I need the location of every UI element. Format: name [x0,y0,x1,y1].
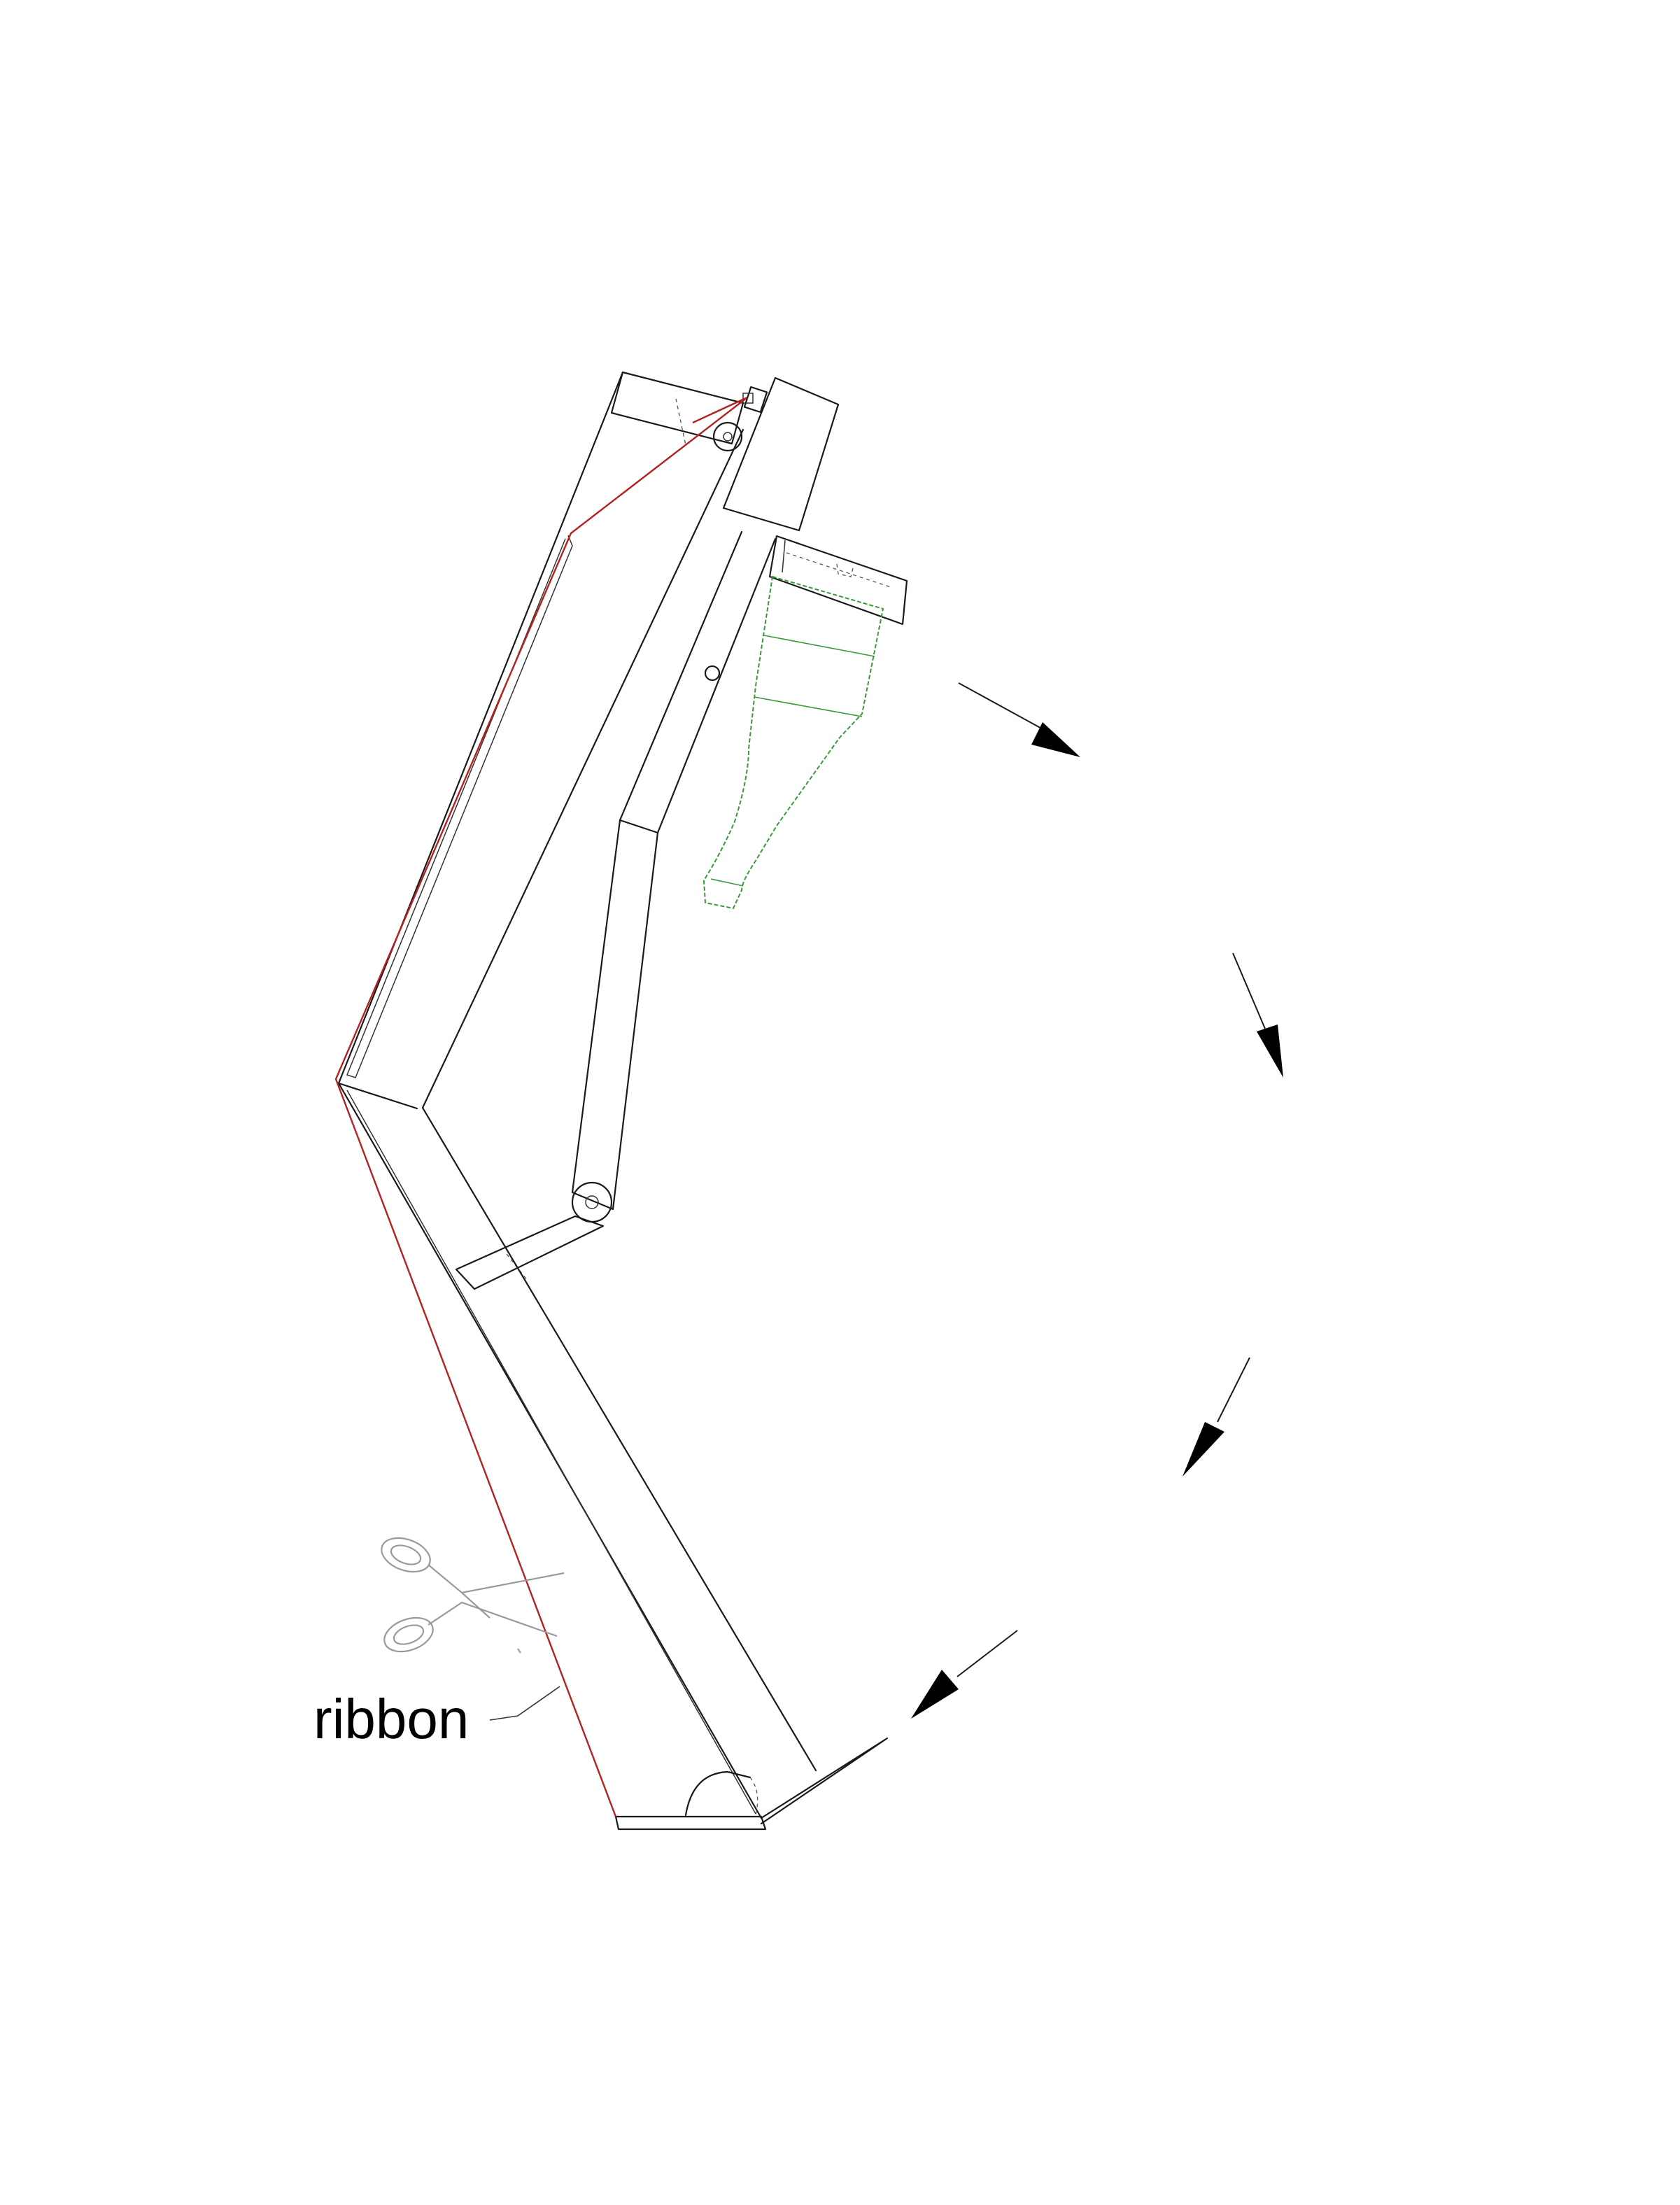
upper-arm [337,371,744,1110]
lower-arm [337,1082,889,1831]
arrow-icon [958,682,1080,757]
link-bolt [704,665,721,682]
scissors-icon [381,1537,565,1654]
head-block [712,376,840,532]
ribbon-label: ribbon [313,1688,469,1750]
ribbon-leader-line [489,1686,560,1721]
rotation-arrows [911,682,1283,1719]
arrow-icon [1232,952,1283,1078]
bottom-dome [684,1770,751,1817]
ribbon-label-group: ribbon [313,1686,560,1750]
base-foot [614,1815,767,1831]
pivot-pin-top [712,421,743,452]
arrow-icon [1183,1357,1250,1477]
bottle [703,575,884,910]
link-arm [571,530,777,1211]
bottle-holder [768,535,908,626]
ribbon [334,396,748,1817]
arrow-icon [911,1630,1018,1719]
